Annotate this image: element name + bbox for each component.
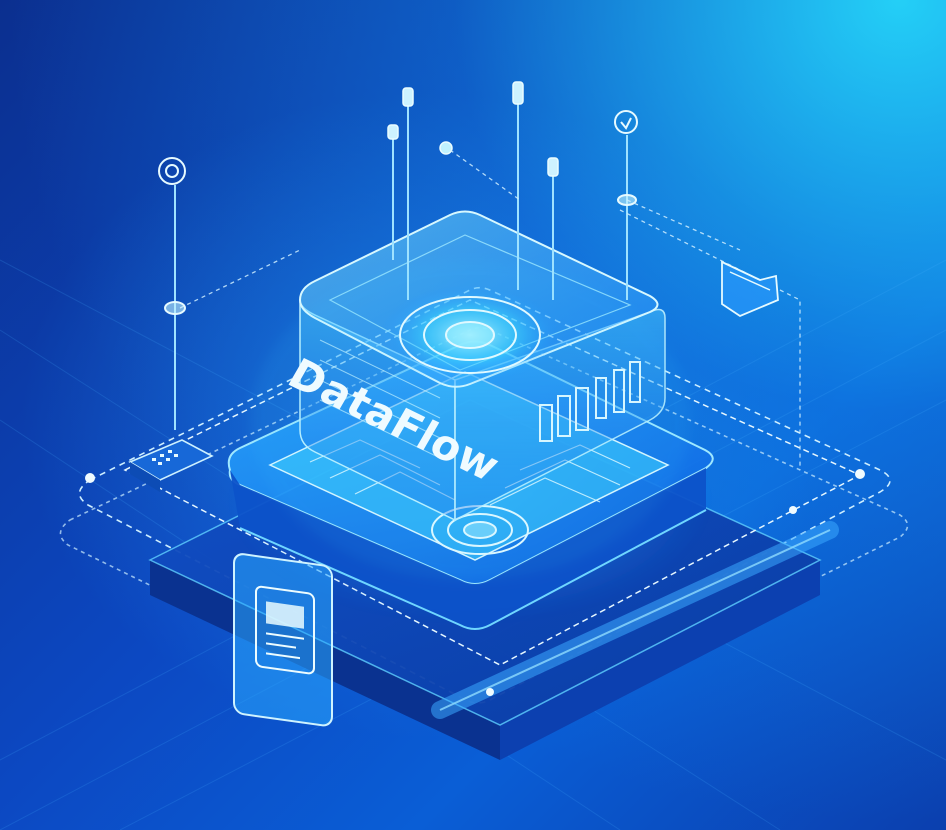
folder-icon <box>721 260 779 318</box>
target-pin-icon <box>158 157 186 315</box>
node-dot <box>439 141 453 155</box>
ambient-glow <box>250 260 690 580</box>
signal-antenna-icon <box>387 81 559 177</box>
circuit-nodes <box>85 469 865 696</box>
monitor-card-icon <box>233 553 333 727</box>
keypad-icon <box>128 439 214 492</box>
